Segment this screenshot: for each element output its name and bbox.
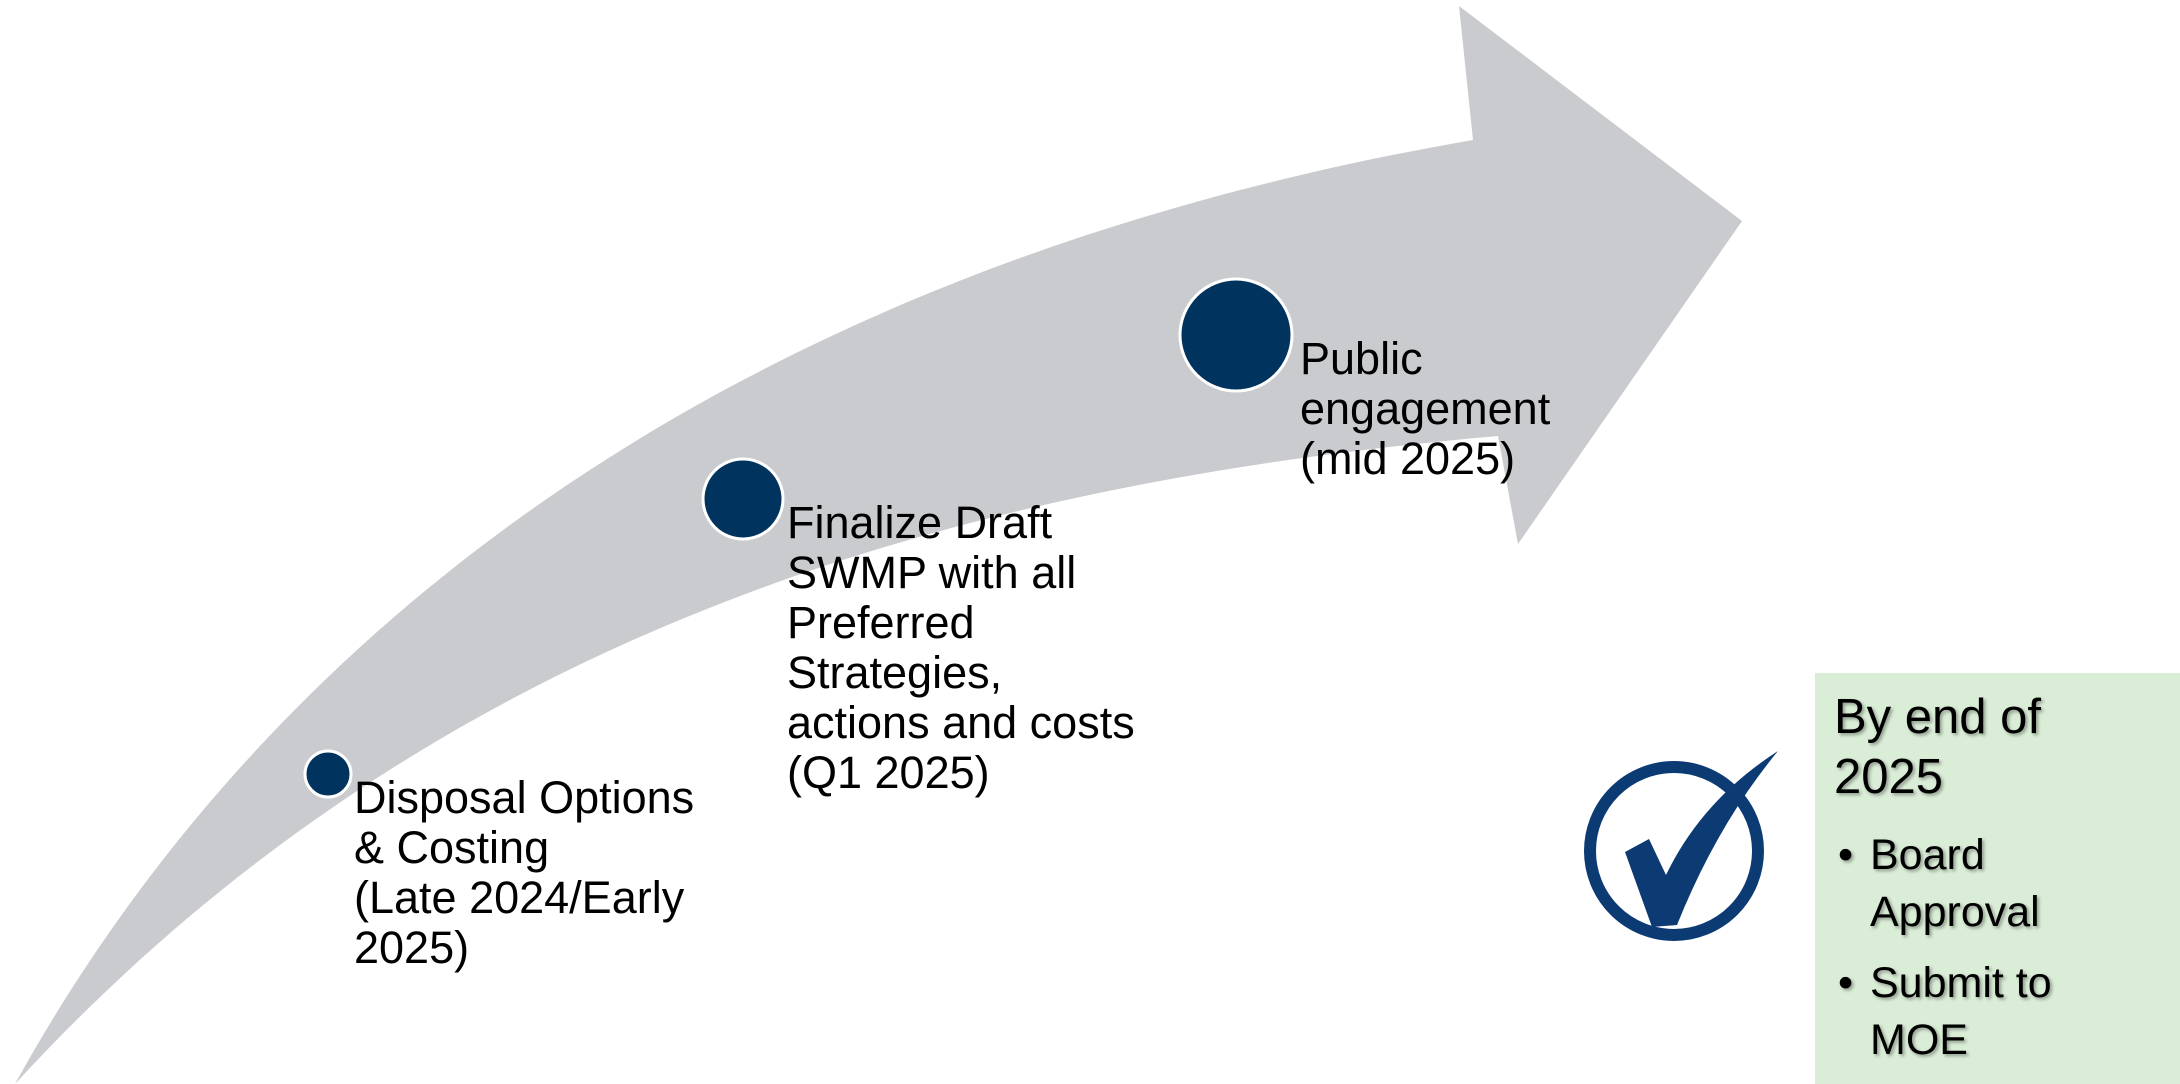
- milestone-dot-finalize: [701, 457, 785, 541]
- milestone-line: Strategies,: [787, 647, 1003, 698]
- milestone-label-disposal: Disposal Options & Costing (Late 2024/Ea…: [354, 773, 694, 973]
- milestone-line: actions and costs: [787, 697, 1135, 748]
- callout-list-item: • Board Approval: [1834, 827, 2180, 941]
- milestone-dot-disposal: [303, 749, 353, 799]
- milestone-line: Preferred: [787, 597, 975, 648]
- callout-item-line: Approval: [1870, 888, 2040, 936]
- callout-list-item: • Submit to MOE: [1834, 955, 2180, 1069]
- milestone-line: (mid 2025): [1300, 433, 1516, 484]
- milestone-line: SWMP with all: [787, 547, 1077, 598]
- milestone-line: Public: [1300, 333, 1423, 384]
- callout-item-line: MOE: [1870, 1016, 1968, 1064]
- curved-arrow-shape: [15, 6, 1742, 1084]
- bullet-icon: •: [1838, 959, 1854, 1007]
- milestone-dot-public: [1178, 277, 1294, 393]
- milestone-line: Disposal Options: [354, 772, 695, 823]
- callout-list: • Board Approval • Submit to MOE: [1834, 827, 2180, 1069]
- milestone-line: Finalize Draft: [787, 497, 1053, 548]
- checkmark-icon: [1584, 751, 1778, 941]
- milestone-line: engagement: [1300, 383, 1551, 434]
- callout-title-line: By end of: [1834, 690, 2042, 744]
- milestone-line: 2025): [354, 922, 470, 973]
- callout-item-line: Submit to: [1870, 959, 2052, 1007]
- callout-title: By end of 2025: [1834, 687, 2180, 807]
- completion-callout: By end of 2025 • Board Approval • Submit…: [1815, 673, 2180, 1084]
- milestone-label-public: Public engagement (mid 2025): [1300, 334, 1550, 484]
- callout-title-line: 2025: [1834, 750, 1944, 804]
- bullet-icon: •: [1838, 831, 1854, 879]
- milestone-line: & Costing: [354, 822, 550, 873]
- milestone-line: (Late 2024/Early: [354, 872, 685, 923]
- callout-item-line: Board: [1870, 831, 1985, 879]
- milestone-line: (Q1 2025): [787, 747, 990, 798]
- milestone-label-finalize: Finalize Draft SWMP with all Preferred S…: [787, 498, 1135, 798]
